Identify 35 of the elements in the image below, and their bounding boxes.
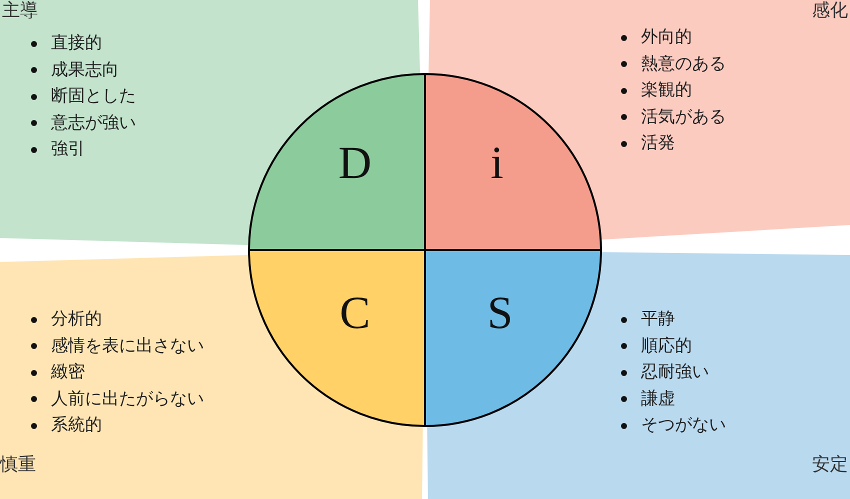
circle-quadrant [248,250,425,427]
list-item-text: 活発 [641,133,675,153]
list-item-text: 平静 [641,309,675,329]
list-item-text: 順応的 [641,336,692,356]
circle-quadrant [425,250,602,427]
list-item-text: 緻密 [51,362,85,382]
list-item-text: 活気がある [641,106,726,126]
list-item-text: 成果志向 [51,60,119,80]
quadrant-letter: S [487,290,513,336]
corner-label: 感化 [812,0,848,22]
list-item-text: 断固とした [51,86,136,106]
circle-quadrant [425,73,602,250]
corner-label: 安定 [812,453,848,476]
quadrant-band [425,0,850,250]
list-item-text: 謙虚 [641,388,675,408]
list-item-text: 系統的 [51,415,102,435]
list-item-text: 直接的 [51,33,102,53]
list-item-text: 強引 [51,139,85,159]
list-item-text: 分析的 [51,309,102,329]
quadrant-letter: D [338,140,372,186]
list-item-text: 意志が強い [51,112,136,132]
quadrant-letter: C [340,290,370,336]
list-item-text: 熱意のある [641,54,726,74]
corner-label: 主導 [2,0,38,22]
list-item-text: そつがない [641,415,726,435]
circle-quadrant [248,73,425,250]
quadrant-letter: i [490,140,504,186]
list-item-text: 外向的 [641,27,692,47]
list-item-text: 人前に出たがらない [51,388,204,408]
quadrant-band [0,250,425,499]
quadrant-band [0,0,425,250]
list-item-text: 忍耐強い [641,362,709,382]
quadrant-band [425,250,850,499]
list-item-text: 感情を表に出さない [51,336,204,356]
list-item-text: 楽観的 [641,80,692,100]
